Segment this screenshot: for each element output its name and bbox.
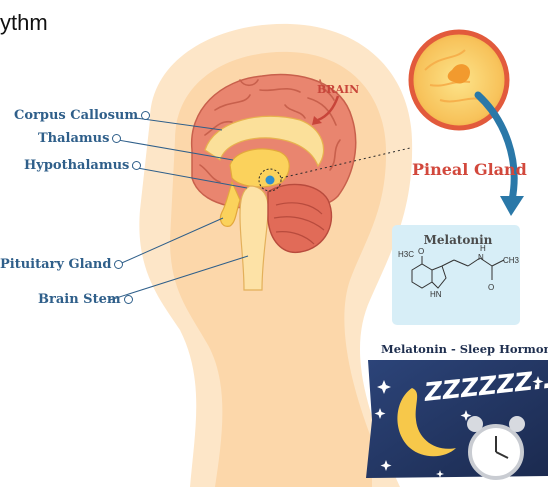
label-brain: BRAIN [317, 83, 359, 96]
label-brain-stem: Brain Stem [38, 292, 133, 307]
formula-h: H [480, 244, 486, 253]
sleep-title: Melatonin - Sleep Hormone [381, 342, 548, 356]
formula-ch3: CH3 [503, 256, 519, 265]
thalamus-shape [230, 149, 289, 187]
label-dot [132, 161, 141, 170]
formula-o2: O [488, 283, 494, 292]
label-dot [124, 295, 133, 304]
formula-hn: HN [430, 290, 442, 299]
label-pituitary-gland: Pituitary Gland [0, 257, 123, 272]
alarm-clock-icon [467, 416, 525, 478]
label-corpus-callosum: Corpus Callosum [14, 108, 150, 123]
formula-h3c: H3C [398, 250, 414, 259]
pineal-arrow-head [500, 196, 524, 216]
label-hypothalamus: Hypothalamus [24, 158, 141, 173]
melatonin-title: Melatonin [398, 233, 518, 247]
label-dot [141, 111, 150, 120]
label-pineal-gland: Pineal Gland [412, 160, 527, 179]
header-fragment: ythm [0, 10, 48, 36]
formula-o: O [418, 247, 424, 256]
label-thalamus: Thalamus [38, 131, 121, 146]
formula-n: N [478, 253, 484, 262]
label-dot [112, 134, 121, 143]
pineal-gland-marker [266, 176, 275, 185]
label-dot [114, 260, 123, 269]
